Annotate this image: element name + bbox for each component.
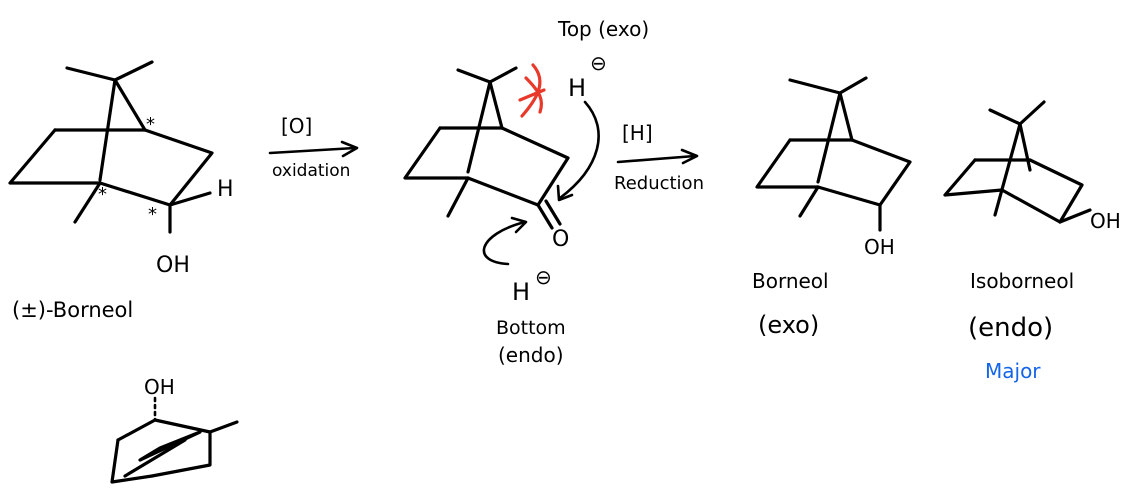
- borneol-product-structure: OH Borneol (exo): [752, 76, 912, 339]
- isoborneol-endo-label: (endo): [968, 313, 1053, 343]
- reduction-reagent: [H]: [622, 121, 653, 145]
- hydrogen-label: H: [217, 177, 234, 202]
- hydride-bottom-attack: H ⊖ Bottom (endo): [482, 216, 566, 367]
- bottom-label: Bottom: [496, 317, 566, 339]
- hydroxyl-label-chair: OH: [144, 375, 175, 399]
- stereocenter-marker-3: *: [148, 204, 157, 225]
- hydroxyl-label-start: OH: [156, 253, 190, 278]
- oxidation-reagent: [O]: [281, 114, 312, 138]
- reduction-arrow-group: [H] Reduction: [614, 121, 704, 194]
- top-exo-label: Top (exo): [557, 17, 649, 41]
- bottom-endo-label: (endo): [498, 343, 564, 367]
- hydride-top-charge: ⊖: [590, 51, 607, 75]
- hydride-bottom-label: H: [512, 278, 530, 306]
- isoborneol-name-label: Isoborneol: [970, 269, 1074, 293]
- hydroxyl-label-borneol: OH: [864, 235, 895, 259]
- stereocenter-marker-1: *: [146, 114, 155, 135]
- reduction-label: Reduction: [614, 173, 704, 194]
- borneol-chair-sketch: OH: [110, 375, 239, 484]
- oxidation-arrow-group: [O] oxidation: [268, 114, 359, 181]
- borneol-exo-label: (exo): [758, 311, 819, 339]
- stereocenter-marker-2: *: [98, 184, 107, 205]
- oxidation-label: oxidation: [272, 161, 350, 181]
- isoborneol-product-structure: OH Isoborneol (endo) Major: [943, 100, 1121, 383]
- hydride-bottom-charge: ⊖: [535, 265, 552, 289]
- borneol-racemic-label: (±)-Borneol: [12, 298, 133, 322]
- major-product-tag: Major: [985, 359, 1041, 383]
- ketone-oxygen-label: O: [552, 227, 569, 252]
- borneol-starting-structure: * * * H OH (±)-Borneol: [8, 60, 234, 322]
- camphor-structure: O: [403, 63, 570, 252]
- borneol-name-label: Borneol: [752, 269, 829, 293]
- hydroxyl-label-isoborneol: OH: [1090, 209, 1121, 233]
- hydride-top-label: H: [568, 74, 586, 102]
- hydride-top-attack: Top (exo) H ⊖: [556, 17, 649, 202]
